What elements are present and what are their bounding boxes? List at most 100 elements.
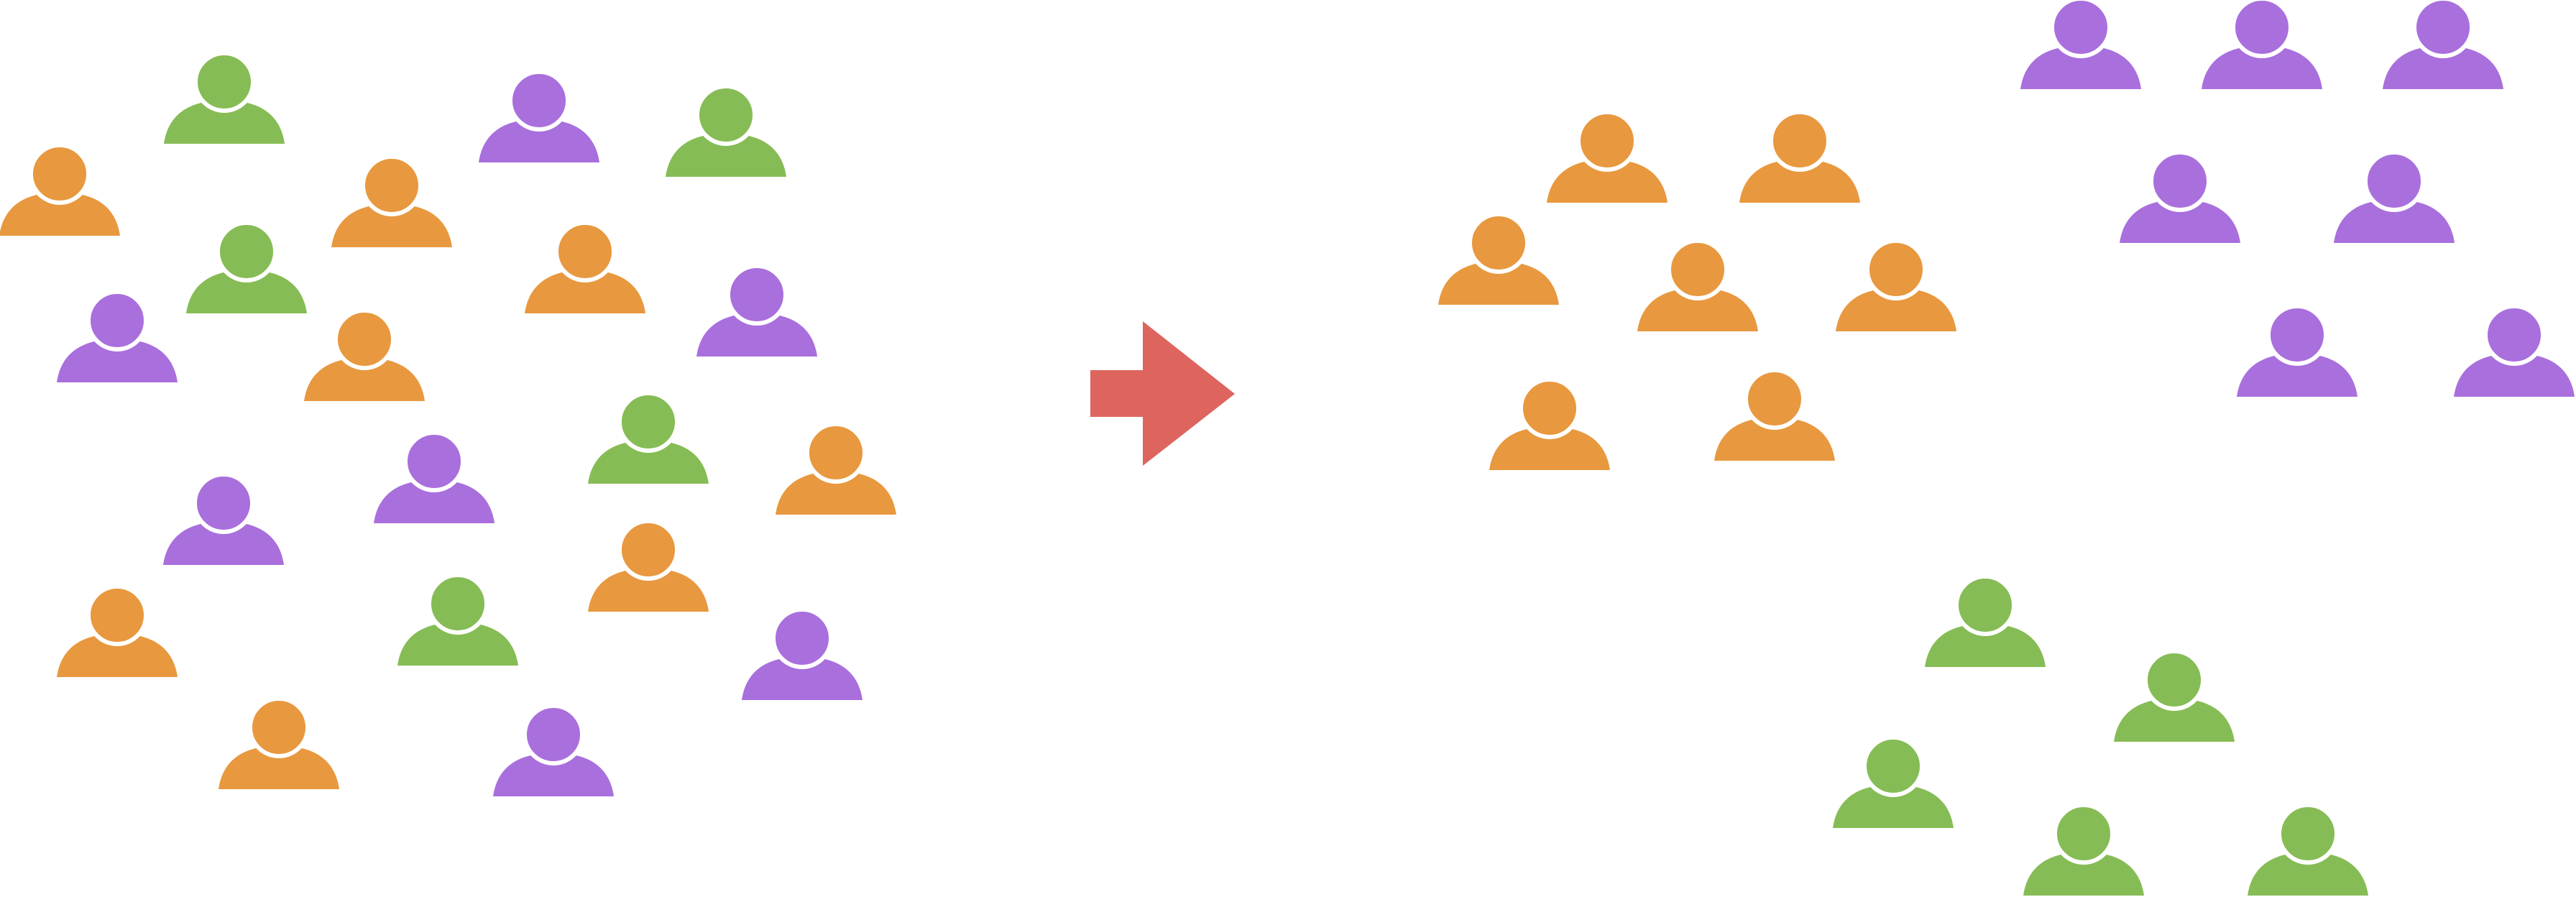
- person-icon: [1547, 110, 1668, 203]
- person-icon: [666, 84, 786, 177]
- person-icon: [304, 308, 425, 401]
- right-arrow-icon: [1090, 321, 1235, 466]
- person-icon: [493, 704, 614, 796]
- person-head: [86, 584, 148, 646]
- person-head: [2053, 803, 2115, 865]
- person-body: [1547, 160, 1668, 203]
- person-body: [57, 339, 178, 382]
- person-head: [2483, 304, 2545, 366]
- person-body: [1925, 624, 2046, 667]
- person-head: [2277, 803, 2339, 865]
- person-head: [2050, 0, 2112, 58]
- person-head: [1519, 377, 1581, 439]
- person-icon: [2237, 304, 2358, 397]
- person-body: [374, 480, 494, 523]
- person-body: [163, 522, 284, 565]
- person-body: [2248, 852, 2368, 896]
- person-body: [164, 101, 285, 144]
- person-head: [1769, 110, 1831, 172]
- person-head: [1667, 239, 1729, 300]
- person-icon: [742, 607, 862, 700]
- person-icon: [2202, 0, 2322, 89]
- person-head: [193, 472, 254, 534]
- person-head: [2149, 150, 2211, 212]
- purple-cluster-group: [2020, 0, 2575, 397]
- person-head: [617, 391, 679, 453]
- orange-cluster-group: [1438, 110, 1956, 470]
- person-head: [508, 70, 570, 132]
- person-head: [1576, 110, 1638, 172]
- person-body: [588, 441, 709, 484]
- person-icon: [1739, 110, 1860, 203]
- person-body: [666, 134, 786, 177]
- transition-arrow: [1090, 321, 1235, 466]
- person-body: [1739, 160, 1860, 203]
- person-body: [588, 569, 709, 612]
- person-icon: [1637, 239, 1758, 331]
- person-body: [2020, 46, 2141, 89]
- person-icon: [186, 221, 307, 313]
- person-head: [193, 51, 255, 113]
- person-body: [776, 472, 896, 515]
- person-icon: [1925, 574, 2046, 667]
- person-head: [2412, 0, 2474, 58]
- person-body: [397, 622, 518, 666]
- person-head: [1954, 574, 2016, 636]
- person-head: [523, 704, 584, 765]
- person-body: [57, 634, 178, 677]
- person-head: [554, 221, 616, 282]
- person-icon: [164, 51, 285, 144]
- person-icon: [1714, 368, 1835, 461]
- person-icon: [479, 70, 599, 162]
- person-head: [86, 290, 148, 351]
- person-icon: [1489, 377, 1610, 470]
- person-icon: [57, 290, 178, 382]
- person-head: [2143, 649, 2205, 711]
- person-body: [1833, 785, 1954, 828]
- person-body: [1836, 288, 1956, 331]
- person-body: [1438, 262, 1559, 305]
- person-body: [493, 753, 614, 796]
- person-head: [248, 696, 310, 758]
- person-head: [2231, 0, 2293, 58]
- person-icon: [2120, 150, 2240, 243]
- person-icon: [2020, 0, 2141, 89]
- person-head: [427, 573, 489, 635]
- person-head: [771, 607, 833, 669]
- person-body: [696, 313, 817, 356]
- person-head: [29, 143, 91, 205]
- mixed-crowd-group: [0, 51, 896, 796]
- person-body: [2114, 699, 2235, 742]
- person-icon: [57, 584, 178, 677]
- person-head: [726, 264, 788, 326]
- person-icon: [2334, 150, 2455, 243]
- person-body: [2383, 46, 2503, 89]
- person-icon: [1438, 212, 1559, 305]
- person-body: [1714, 418, 1835, 461]
- person-head: [2363, 150, 2425, 212]
- person-head: [2266, 304, 2328, 366]
- person-body: [1637, 288, 1758, 331]
- person-body: [2120, 200, 2240, 243]
- person-icon: [696, 264, 817, 356]
- person-icon: [374, 431, 494, 523]
- person-head: [1862, 735, 1924, 797]
- person-body: [0, 193, 120, 236]
- person-body: [525, 270, 645, 313]
- person-icon: [163, 472, 284, 565]
- person-head: [1468, 212, 1530, 274]
- person-icon: [2454, 304, 2575, 397]
- person-icon: [218, 696, 339, 789]
- person-icon: [776, 422, 896, 515]
- person-body: [2334, 200, 2455, 243]
- person-head: [403, 431, 465, 492]
- green-cluster-group: [1833, 574, 2368, 896]
- person-head: [1744, 368, 1806, 430]
- person-head: [361, 155, 423, 216]
- person-head: [334, 308, 395, 370]
- person-head: [1865, 239, 1927, 300]
- person-body: [1489, 427, 1610, 470]
- person-body: [2454, 354, 2575, 397]
- person-icon: [1833, 735, 1954, 828]
